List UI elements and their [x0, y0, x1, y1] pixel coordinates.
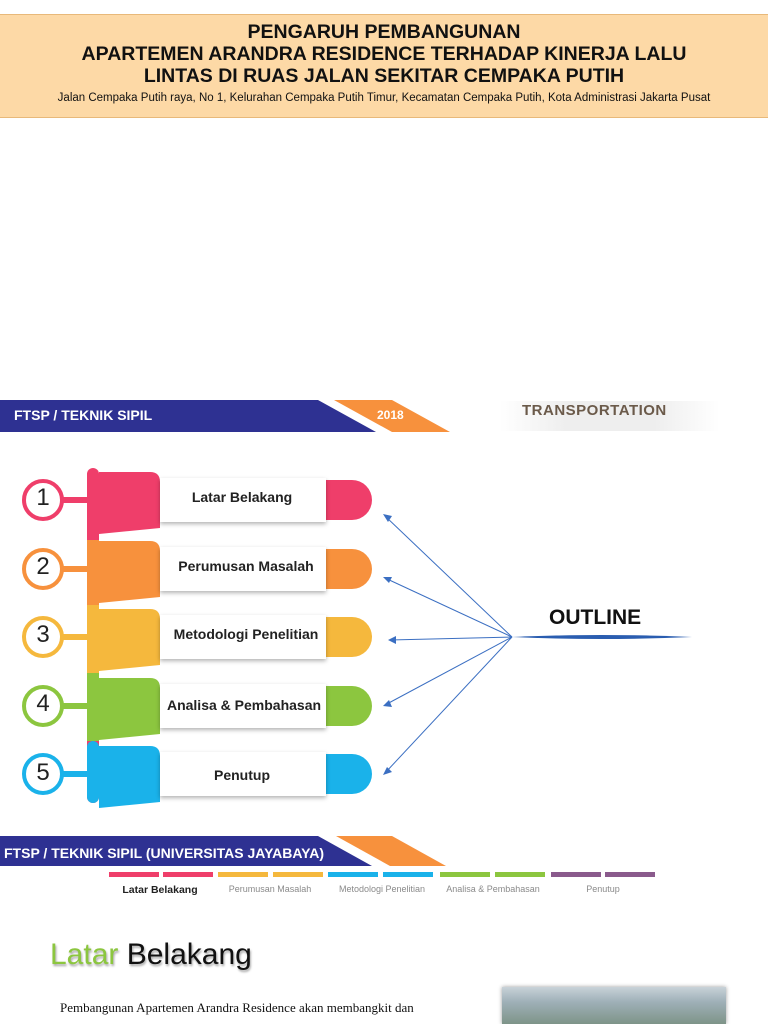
outline-number-1: 1: [36, 484, 50, 511]
section-title-part1: Latar: [50, 938, 119, 971]
outline-label-box-3: [160, 615, 326, 659]
title-line-3: LINTAS DI RUAS JALAN SEKITAR CEMPAKA PUT…: [143, 65, 625, 87]
outline-item-perumusan-masalah[interactable]: Perumusan Masalah: [178, 558, 314, 574]
outline-connector-5: [62, 771, 88, 777]
brand-transportation: TRANSPORTATION: [522, 402, 667, 419]
outline-cap-1: [326, 480, 372, 520]
outline-number-4: 4: [36, 690, 50, 717]
outline-row-2: [22, 541, 372, 603]
section-title-part2: Belakang: [126, 938, 252, 971]
section-title: Latar Belakang: [50, 938, 252, 972]
outline-band-4: [99, 678, 160, 740]
outline-label-box-2: [160, 547, 326, 591]
title-box: PENGARUH PEMBANGUNAN APARTEMEN ARANDRA R…: [0, 14, 768, 118]
outline-connector-3: [62, 634, 88, 640]
outline-band-1: [99, 472, 160, 534]
header-band-label: FTSP / TEKNIK SIPIL: [14, 407, 153, 423]
outline-label-box-5: [160, 752, 326, 796]
outline-item-latar-belakang[interactable]: Latar Belakang: [191, 489, 293, 505]
outline-item-analisa-pembahasan[interactable]: Analisa & Pembahasan: [166, 697, 322, 713]
header-band: [0, 400, 720, 432]
outline-item-metodologi-penelitian[interactable]: Metodologi Penelitian: [173, 626, 319, 642]
outline-label-box-1: [160, 478, 326, 522]
header-year: 2018: [377, 408, 404, 422]
footer-band-label: FTSP / TEKNIK SIPIL (UNIVERSITAS JAYABAY…: [4, 845, 325, 861]
outline-row-1: [22, 472, 372, 534]
apartment-photo: [502, 987, 726, 1024]
outline-cap-4: [326, 686, 372, 726]
outline-cap-5: [326, 754, 372, 794]
nav-analisa-pembahasan[interactable]: Analisa & Pembahasan: [446, 884, 540, 894]
outline-band-2: [99, 541, 160, 603]
outline-item-penutup[interactable]: Penutup: [214, 767, 270, 783]
nav-metodologi-penelitian[interactable]: Metodologi Penelitian: [338, 884, 426, 894]
nav-latar-belakang[interactable]: Latar Belakang: [122, 884, 198, 896]
outline-number-2: 2: [36, 553, 50, 580]
section-body: Pembangunan Apartemen Arandra Residence …: [60, 1000, 414, 1015]
outline-connector-2: [62, 566, 88, 572]
outline-connector-1: [62, 497, 88, 503]
outline-cap-3: [326, 617, 372, 657]
nav-perumusan-masalah[interactable]: Perumusan Masalah: [228, 884, 312, 894]
outline-number-3: 3: [36, 621, 50, 648]
outline-label-box-4: [160, 684, 326, 728]
outline-connector-4: [62, 703, 88, 709]
outline-diagram: [22, 468, 692, 808]
footer-band: [0, 836, 446, 866]
outline-number-5: 5: [36, 759, 50, 786]
outline-row-5: [22, 746, 372, 808]
outline-row-4: [22, 678, 372, 740]
outline-heading: OUTLINE: [549, 606, 642, 629]
nav-progress: [109, 872, 655, 877]
address-text: Jalan Cempaka Putih raya, No 1, Keluraha…: [57, 92, 711, 104]
outline-row-3: [22, 609, 372, 671]
title-line-1: PENGARUH PEMBANGUNAN: [247, 21, 521, 43]
outline-band-3: [99, 609, 160, 671]
nav-penutup[interactable]: Penutup: [586, 884, 620, 894]
outline-cap-2: [326, 549, 372, 589]
outline-band-5: [99, 746, 160, 808]
title-line-2: APARTEMEN ARANDRA RESIDENCE TERHADAP KIN…: [81, 43, 687, 65]
